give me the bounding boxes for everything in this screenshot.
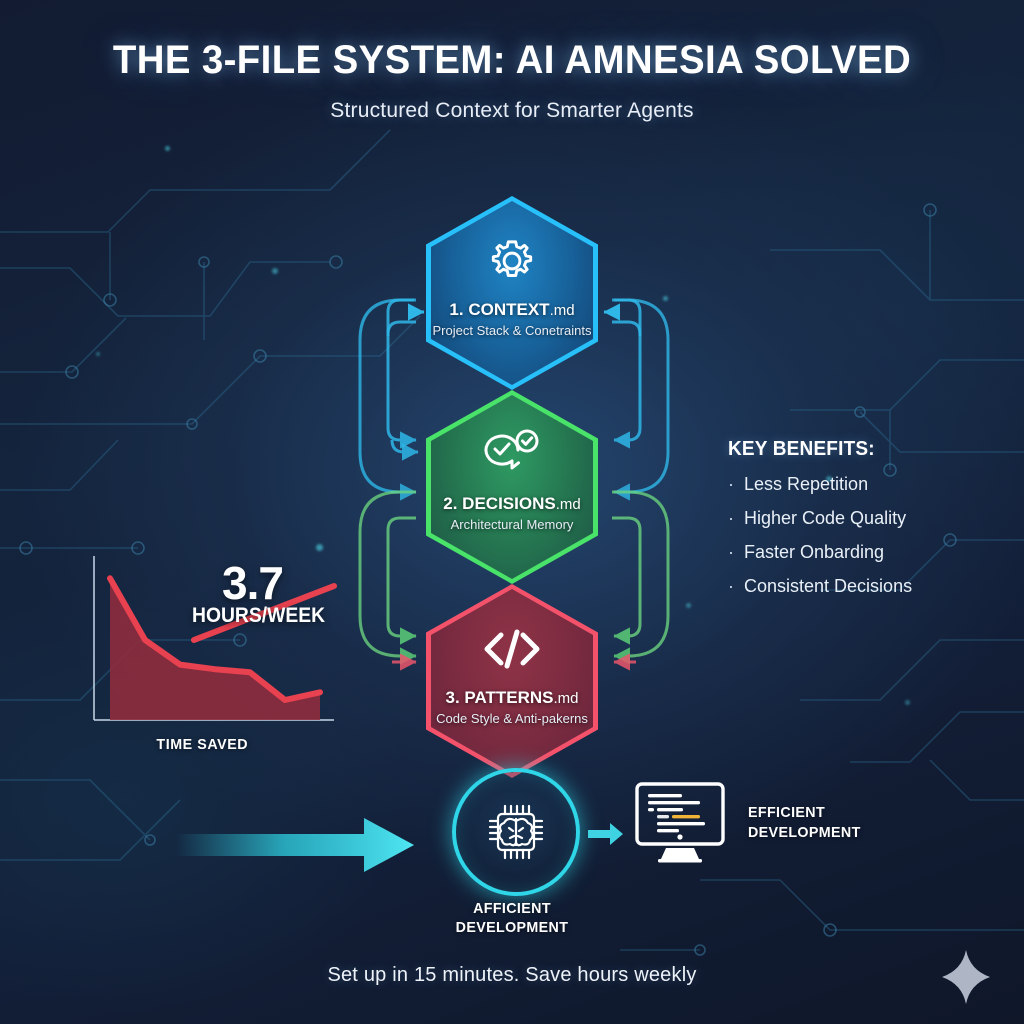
brain-label-line2: DEVELOPMENT	[455, 918, 569, 936]
header: THE 3-FILE SYSTEM: AI AMNESIA SOLVED Str…	[0, 38, 1024, 123]
gear-icon	[426, 230, 598, 292]
node-patterns-md[interactable]: 3. PATTERNS.md Code Style & Anti-pakerns	[426, 584, 598, 778]
chart-line	[107, 575, 323, 703]
flow-arrow-large	[176, 818, 414, 872]
brain-label-line1: AFFICIENT	[473, 900, 551, 917]
chart-strikethrough	[191, 583, 337, 643]
node-number: 2.	[443, 494, 463, 513]
footer-caption: Set up in 15 minutes. Save hours weekly	[327, 964, 697, 986]
node-name: DECISIONS	[462, 494, 556, 513]
benefit-item: · Less Repetition	[728, 474, 988, 495]
benefits-title: KEY BENEFITS:	[728, 438, 875, 460]
sparkle-icon	[942, 950, 990, 1004]
node-extension: .md	[553, 690, 579, 707]
benefit-label: Faster Onbarding	[744, 542, 885, 562]
node-fill	[431, 589, 593, 773]
benefit-label: Higher Code Quality	[744, 508, 907, 528]
benefit-item: · Higher Code Quality	[728, 508, 988, 529]
node-name: CONTEXT	[468, 300, 550, 319]
glow-dot	[905, 700, 910, 705]
chat-check-icon	[426, 424, 598, 486]
key-benefits-panel: KEY BENEFITS: · Less Repetition · Higher…	[728, 438, 988, 597]
node-subtitle: Code Style & Anti-pakerns	[436, 711, 588, 726]
monitor-icon	[635, 782, 725, 863]
benefit-label: Consistent Decisions	[744, 576, 913, 596]
node-context-md[interactable]: 1. CONTEXT.md Project Stack & Conetraint…	[426, 196, 598, 390]
monitor-label: EFFICIENT DEVELOPMENT	[748, 803, 861, 844]
bullet-icon: ·	[728, 576, 734, 596]
bullet-icon: ·	[728, 474, 734, 494]
node-extension: .md	[549, 302, 575, 319]
glow-dot	[663, 296, 668, 301]
bullet-icon: ·	[728, 508, 734, 528]
node-title: 2. DECISIONS.md	[426, 494, 598, 514]
node-content: 1. CONTEXT.md Project Stack & Conetraint…	[426, 196, 598, 338]
page-subtitle: Structured Context for Smarter Agents	[330, 99, 694, 122]
glow-dot	[165, 146, 170, 151]
glow-dot	[686, 603, 691, 608]
time-saved-chart: 3.7 HOURS/WEEK TIME SAVED	[82, 548, 352, 763]
monitor-label-line2: DEVELOPMENT	[748, 824, 861, 842]
flow-arrow-small	[588, 823, 623, 845]
benefit-item: · Consistent Decisions	[728, 576, 988, 597]
chart-caption: TIME SAVED	[156, 736, 249, 753]
page-title: THE 3-FILE SYSTEM: AI AMNESIA SOLVED	[112, 38, 912, 82]
node-title: 1. CONTEXT.md	[426, 300, 598, 320]
chart-value: 3.7	[222, 557, 284, 609]
bullet-icon: ·	[728, 542, 734, 562]
node-number: 1.	[449, 300, 469, 319]
monitor-label-line1: EFFICIENT	[748, 804, 826, 821]
benefit-label: Less Repetition	[744, 474, 869, 494]
node-content: 3. PATTERNS.md Code Style & Anti-pakerns	[426, 584, 598, 726]
node-content: 2. DECISIONS.md Architectural Memory	[426, 390, 598, 532]
code-brackets-icon	[426, 618, 598, 680]
benefit-item: · Faster Onbarding	[728, 542, 988, 563]
node-title: 3. PATTERNS.md	[426, 688, 598, 708]
node-number: 3.	[445, 688, 465, 707]
brain-label: AFFICIENT DEVELOPMENT	[436, 900, 588, 938]
node-extension: .md	[555, 496, 581, 513]
node-decisions-md[interactable]: 2. DECISIONS.md Architectural Memory	[426, 390, 598, 584]
brain-chip-icon	[488, 804, 544, 860]
chart-unit: HOURS/WEEK	[192, 604, 326, 627]
chart-area-fill	[110, 578, 320, 720]
node-subtitle: Project Stack & Conetraints	[432, 323, 592, 338]
node-subtitle: Architectural Memory	[450, 517, 574, 532]
glow-dot	[96, 352, 100, 356]
ai-brain-badge[interactable]	[452, 768, 580, 896]
chart-plot	[93, 556, 337, 721]
node-name: PATTERNS	[464, 688, 554, 707]
glow-dot	[272, 268, 278, 274]
